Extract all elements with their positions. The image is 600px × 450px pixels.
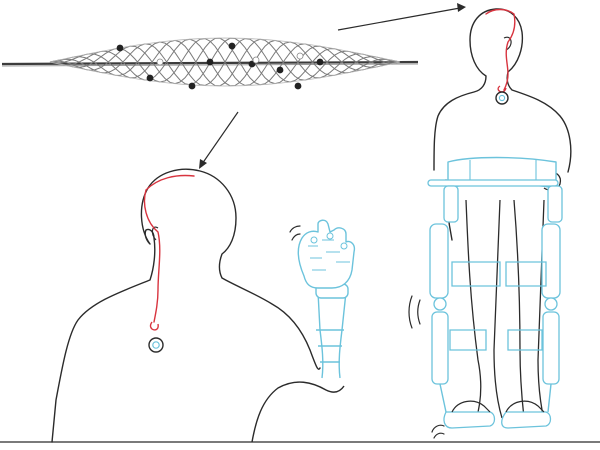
stent-electrode: [206, 58, 214, 66]
stent-marker-bead: [252, 56, 260, 64]
stent-mesh-icon: [1, 37, 419, 90]
standing-legs: [465, 199, 545, 421]
exoskeleton-right-knee: [544, 297, 558, 311]
stent-electrodes: [116, 42, 324, 90]
exoskeleton-left-hip: [443, 185, 459, 223]
exoskeleton-left-shank-cuff: [449, 329, 487, 351]
implant-disc-icon: [148, 337, 164, 353]
stent-wires: [49, 37, 401, 87]
patient-body-outline: [51, 168, 321, 443]
robotic-arm-icon: [297, 219, 356, 379]
stent-marker-bead: [296, 52, 304, 60]
exoskeleton-right-shank: [542, 311, 560, 385]
implant-lead-standing: [485, 8, 516, 91]
exoskeleton-handle-bar: [427, 179, 559, 187]
stent-envelope: [49, 37, 401, 63]
exoskeleton-left-shank: [431, 311, 449, 385]
right-shoe: [505, 400, 545, 413]
patient-ear: [151, 226, 159, 241]
exoskeleton-left-knee: [433, 297, 447, 311]
motion-lines-icon: [408, 295, 445, 439]
robotic-hand-icon: [297, 219, 356, 289]
exoskeleton-left-foot: [443, 411, 496, 429]
exoskeleton-right-shank-cuff: [507, 329, 543, 351]
stent-electrode: [294, 82, 302, 90]
stent-electrode: [116, 44, 124, 52]
exoskeleton-right-thigh: [541, 223, 561, 299]
left-shoe: [451, 400, 491, 413]
stent-wire: [49, 37, 401, 86]
stent-electrode: [228, 42, 236, 50]
stent-electrode: [276, 66, 284, 74]
exoskeleton-left-thigh-cuff: [451, 261, 501, 287]
arrow-to-standing-figure-icon: [337, 3, 466, 31]
standing-ear: [503, 36, 512, 51]
implant-lead-loop: [149, 321, 159, 331]
stent-electrode: [316, 58, 324, 66]
stent-electrode: [146, 74, 154, 82]
exoskeleton-icon: [427, 156, 563, 429]
implant-disc-icon: [495, 91, 509, 105]
stent-marker-bead: [156, 58, 164, 66]
motion-lines-icon: [289, 225, 301, 241]
exoskeleton-left-thigh: [429, 223, 449, 299]
stent-envelope: [49, 61, 401, 87]
patient-right-arm: [251, 381, 345, 443]
stent-electrode: [188, 82, 196, 90]
robotic-finger-joints: [308, 239, 350, 271]
exoskeleton-right-foot: [501, 411, 552, 429]
implant-lead-loop-standing: [497, 85, 507, 93]
prosthetic-forearm: [316, 291, 347, 379]
exoskeleton-right-hip: [547, 185, 563, 223]
exoskeleton-right-thigh-cuff: [505, 261, 547, 287]
arrow-to-seated-figure-icon: [199, 111, 239, 169]
implant-lead-seated: [143, 174, 195, 323]
seated-patient-figure: [51, 168, 356, 443]
